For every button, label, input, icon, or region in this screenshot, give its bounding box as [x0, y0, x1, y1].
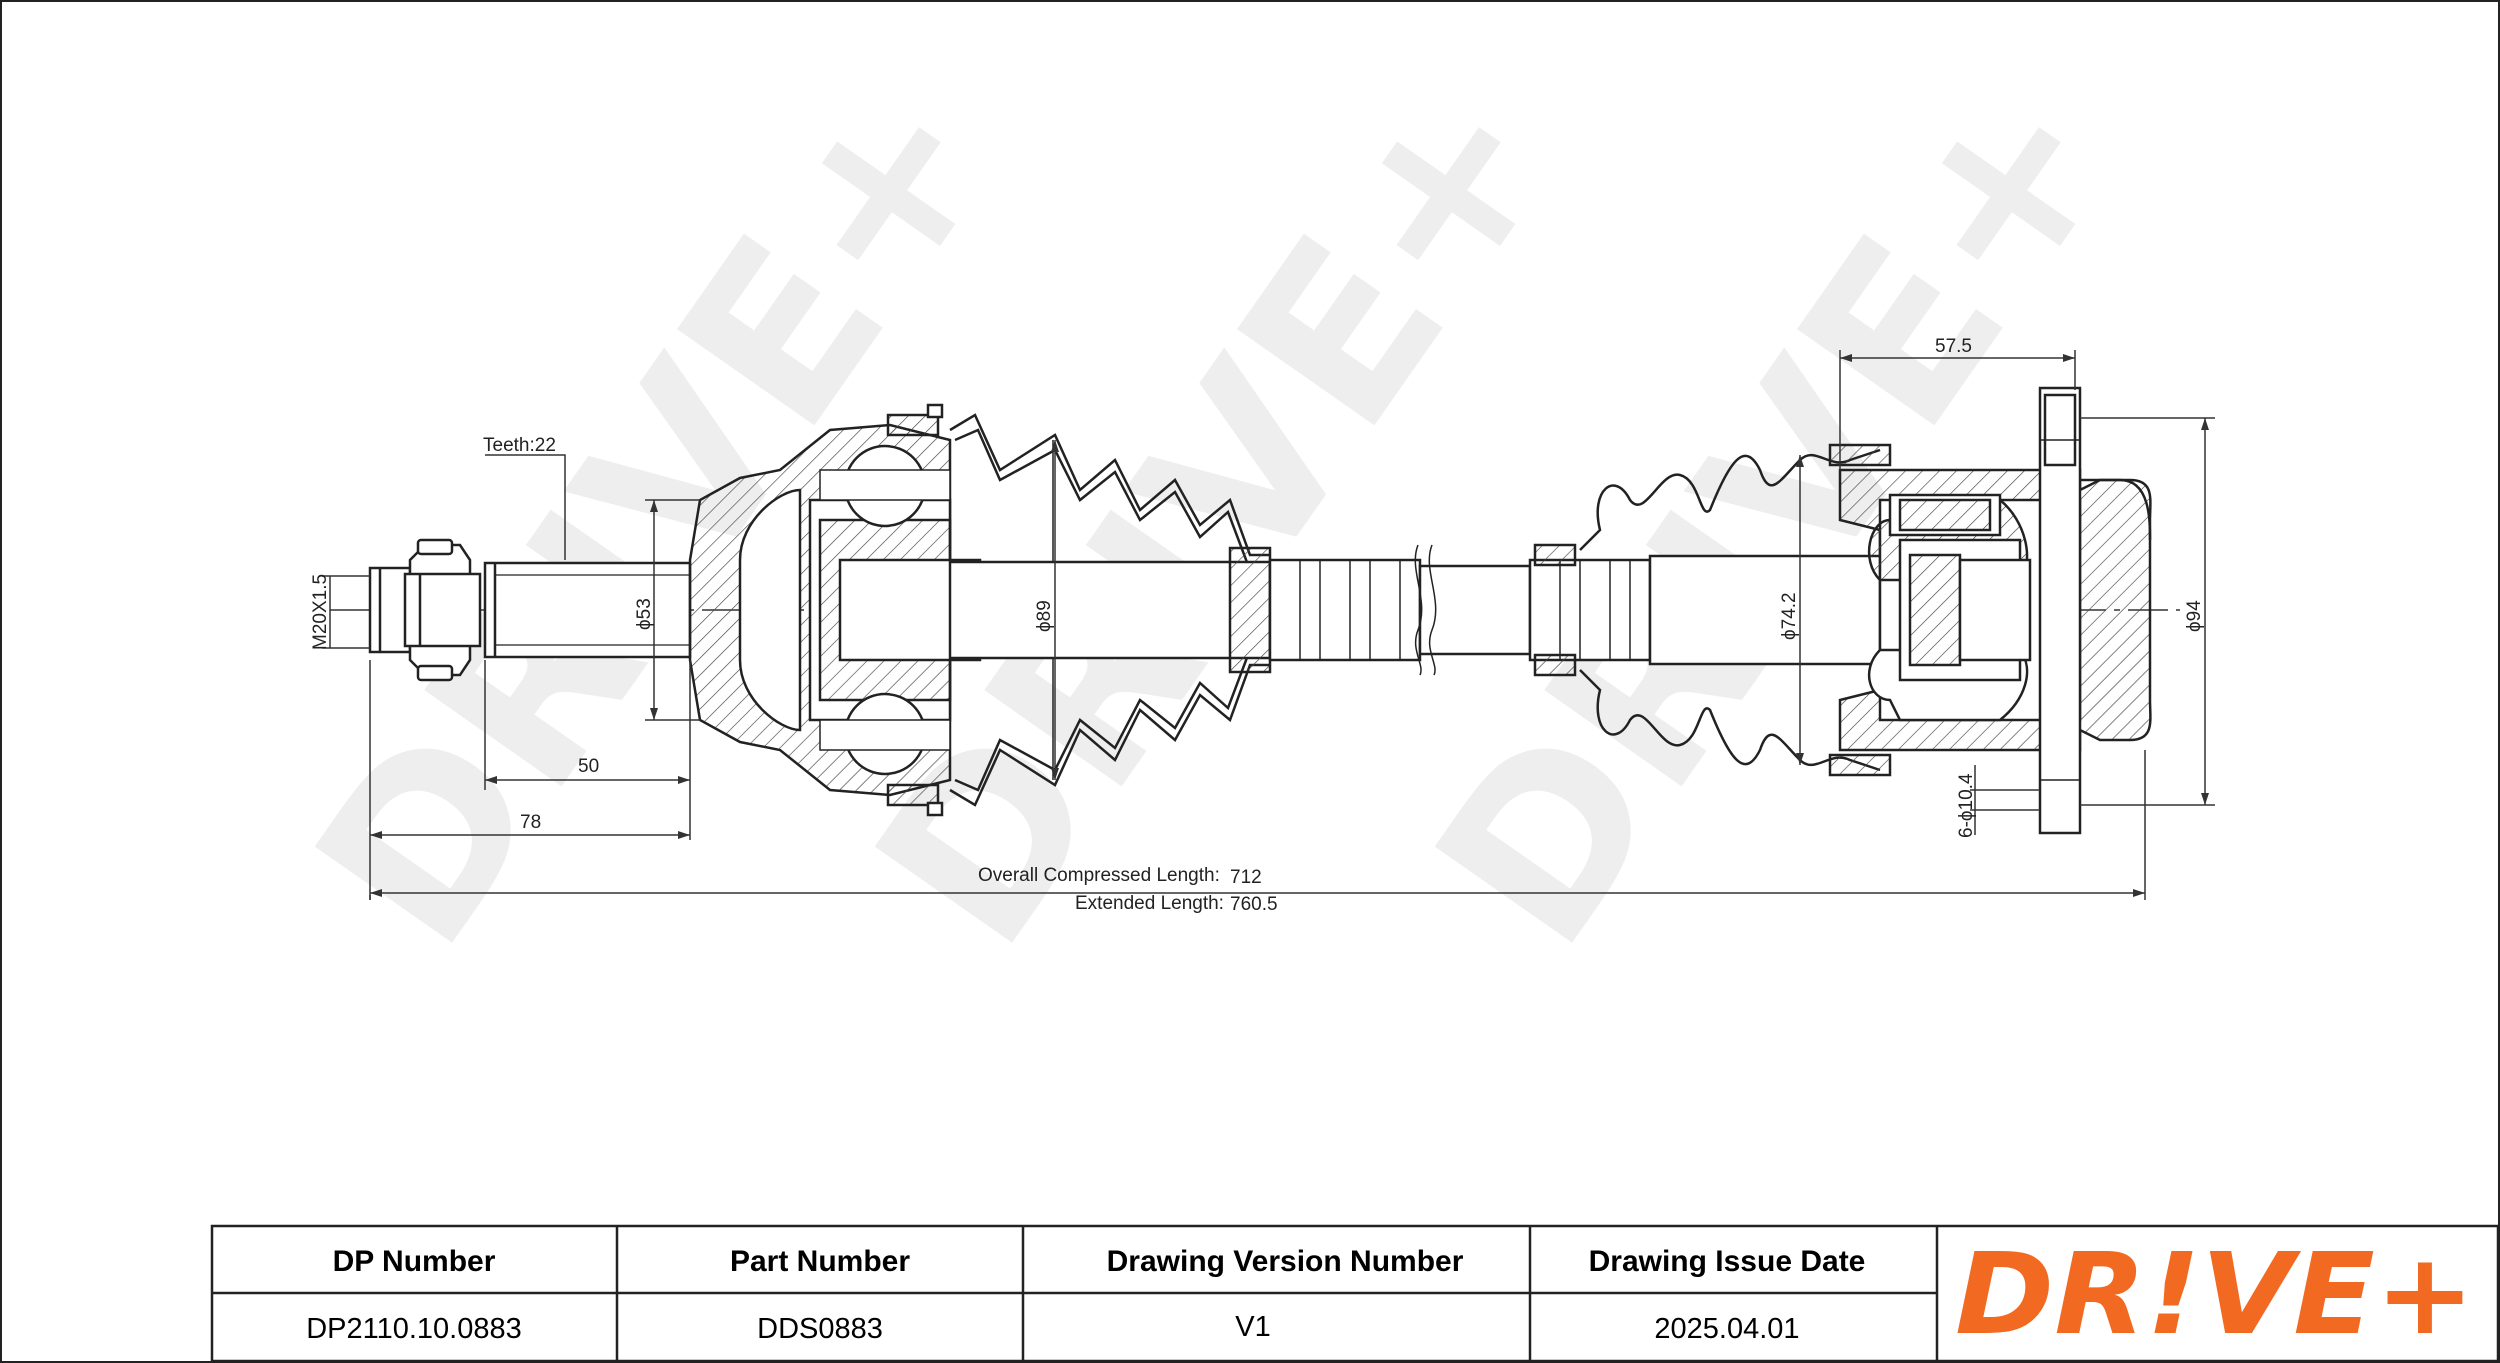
- dimension-arrows: [370, 354, 2209, 897]
- outer-joint: [1838, 386, 2152, 835]
- header-part-number: Part Number: [730, 1245, 910, 1278]
- header-dp-number: DP Number: [333, 1245, 496, 1278]
- dim-78-label: 78: [520, 812, 541, 833]
- overall-length-label: Overall Compressed Length:: [978, 865, 1220, 886]
- thread-end: [368, 566, 412, 654]
- dia94-label: ϕ94: [2184, 600, 2205, 632]
- title-block: [210, 1224, 2500, 1363]
- header-drawing-version: Drawing Version Number: [1107, 1245, 1464, 1278]
- header-issue-date: Drawing Issue Date: [1589, 1245, 1866, 1278]
- value-issue-date: 2025.04.01: [1654, 1313, 1799, 1345]
- dia89-label: ϕ89: [1034, 600, 1055, 632]
- splined-stub: [483, 561, 692, 659]
- value-drawing-version: V1: [1235, 1311, 1270, 1343]
- value-part-number: DDS0883: [757, 1313, 883, 1345]
- dim-50-label: 50: [578, 756, 599, 777]
- extended-length-value: 760.5: [1230, 894, 1278, 915]
- dim-57-label: 57.5: [1935, 336, 1972, 357]
- extended-length-label: Extended Length:: [1075, 893, 1224, 914]
- thread-label: M20X1.5: [310, 574, 331, 650]
- teeth-label: Teeth:22: [483, 435, 556, 456]
- drive-logo-text: DR!VE+: [1955, 1230, 2475, 1360]
- dia74-label: ϕ74.2: [1779, 592, 1800, 640]
- inner-joint: [368, 403, 982, 817]
- drive-shaft: [948, 543, 1902, 677]
- bolt-holes-label: 6-ϕ10.4: [1956, 773, 1977, 838]
- dimension-labels: Teeth:22 M20X1.5 ϕ53 ϕ89 ϕ74.2 ϕ94 6-ϕ10…: [310, 336, 2205, 915]
- dimension-lines: [322, 350, 2215, 900]
- value-dp-number: DP2110.10.0883: [306, 1313, 522, 1345]
- inner-boot: [949, 413, 1270, 807]
- title-block-text: DP Number Part Number Drawing Version Nu…: [306, 1245, 1865, 1345]
- dia53-label: ϕ53: [634, 598, 655, 630]
- overall-length-value: 712: [1230, 867, 1262, 888]
- drive-logo: DR!VE+: [1955, 1230, 2475, 1360]
